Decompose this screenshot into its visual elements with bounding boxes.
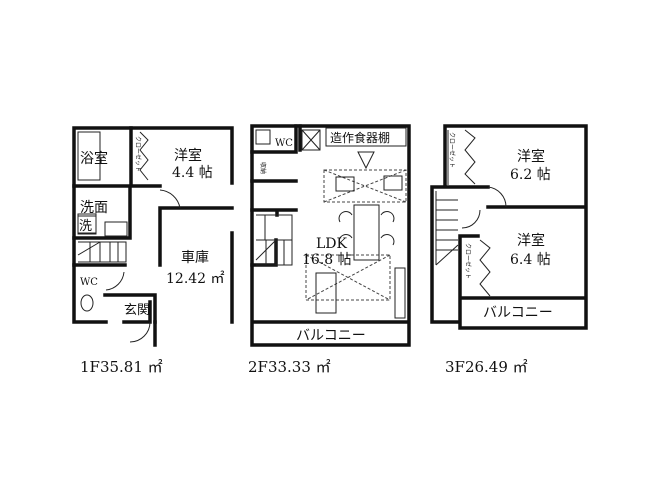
- balcony-2f: バルコニー: [296, 328, 366, 344]
- room-wc-1f: WC: [80, 277, 98, 288]
- room-wc-2f: WC: [275, 138, 293, 149]
- sink: [335, 176, 355, 192]
- floor-3-walls: [430, 124, 588, 330]
- floor-1-area: 1F35.81 ㎡: [80, 358, 163, 376]
- floor-2-walls: [250, 124, 411, 347]
- stairs: [77, 241, 127, 263]
- stove: [383, 175, 403, 191]
- washer-label: 洗: [79, 219, 92, 234]
- closet-3f-2: クローゼット: [464, 243, 472, 279]
- room-western-3f-1: 洋室: [517, 148, 545, 165]
- door: [159, 189, 181, 209]
- floor-3-area: 3F26.49 ㎡: [445, 358, 528, 376]
- closet-3f-1: クローゼット: [448, 132, 456, 168]
- living-area: [305, 254, 391, 301]
- room-garage: 車庫: [181, 249, 209, 266]
- kitchen-counter: [323, 169, 407, 203]
- floor-2-plan: WC 収納 造作食器棚 LDK 16.8 帖 バルコニー 2F33.33 ㎡: [248, 124, 411, 376]
- floor-1-plan: 浴室 洗面 洗 洋室 4.4 帖 クローゼット 車庫 12.42 ㎡ WC 玄関…: [72, 126, 234, 376]
- toilet: [80, 294, 94, 312]
- chairs: [338, 211, 395, 246]
- stairs-3f: [435, 130, 459, 266]
- sofa: [315, 272, 337, 314]
- room-western-1f-size: 4.4 帖: [172, 165, 213, 181]
- closet-label: クローゼット: [134, 136, 142, 172]
- stairs-2f: [255, 214, 293, 266]
- floor-3-plan: クローゼット クローゼット 洋室 6.2 帖 洋室 6.4 帖 バルコニー 3F…: [430, 124, 588, 376]
- room-western-3f-2: 洋室: [517, 232, 545, 249]
- storage-label: 収納: [259, 162, 267, 174]
- floor-2-area: 2F33.33 ㎡: [248, 358, 331, 376]
- room-ldk: LDK: [316, 236, 348, 252]
- dining-table: [353, 204, 380, 261]
- bathtub: [77, 131, 101, 181]
- room-western-3f-2-size: 6.4 帖: [510, 252, 551, 268]
- entrance-door: [129, 321, 151, 343]
- room-garage-size: 12.42 ㎡: [166, 271, 225, 287]
- balcony-3f: バルコニー: [483, 305, 553, 321]
- tv-board: [394, 267, 406, 319]
- room-entrance: 玄関: [124, 303, 150, 318]
- room-bath: 浴室: [80, 150, 108, 167]
- room-western-3f-1-size: 6.2 帖: [510, 167, 551, 183]
- room-ldk-size: 16.8 帖: [302, 252, 352, 268]
- room-washroom: 洗面: [80, 200, 108, 216]
- cupboard-label: 造作食器棚: [330, 130, 390, 145]
- wash-basin: [104, 221, 128, 237]
- skylight: [301, 129, 321, 151]
- toilet-2f: [255, 129, 271, 145]
- doors-3f: [461, 186, 507, 229]
- room-western-1f: 洋室: [174, 147, 202, 164]
